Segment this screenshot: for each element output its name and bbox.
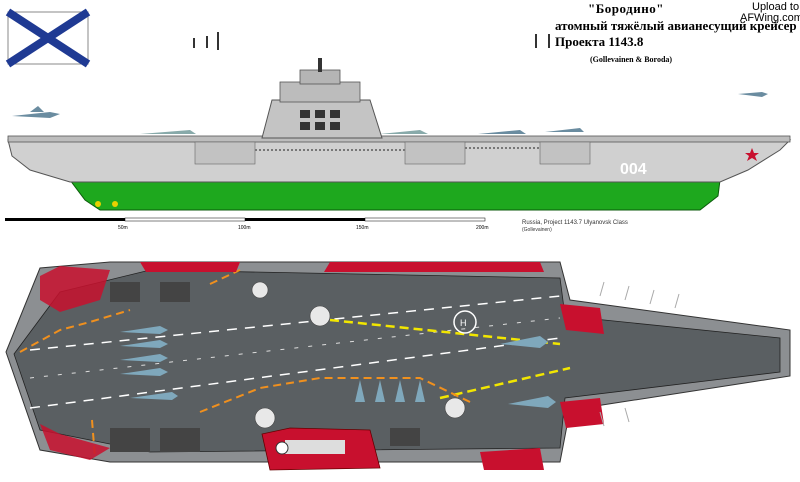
ship-name-title: "Бородино" (588, 1, 664, 16)
scale-label-100: 100m (238, 225, 251, 231)
hull-number: 004 (620, 161, 647, 178)
scale-bar: 50m 100m 150m 200m (5, 217, 489, 231)
scale-label-50: 50m (118, 225, 128, 231)
watermark-line2: AFWing.com (740, 12, 800, 24)
naval-flag (5, 8, 91, 68)
scale-label-200: 200m (476, 225, 489, 231)
scale-label-150: 150m (356, 225, 369, 231)
credit-line: (Gollevainen & Boroda) (590, 55, 673, 64)
aew-aircraft (251, 281, 466, 429)
flying-fighter-left (12, 106, 60, 118)
caption-line2: (Gollevainen) (522, 227, 552, 233)
deck-aircraft (120, 326, 556, 408)
svg-text:H: H (460, 318, 467, 328)
watermark-line1: Upload to (752, 1, 800, 13)
propeller-icon (95, 201, 118, 207)
ship-class-line: атомный тяжёлый авианесущий крейсер (555, 18, 797, 33)
project-line: Проекта 1143.8 (555, 34, 644, 49)
caption-line1: Russia, Project 1143.7 Ulyanovsk Class (522, 220, 628, 226)
flying-fighter-right (738, 92, 768, 97)
ship-side-profile: 004 (7, 58, 792, 211)
scale-figures (193, 32, 550, 50)
ship-top-view: H (5, 261, 791, 471)
